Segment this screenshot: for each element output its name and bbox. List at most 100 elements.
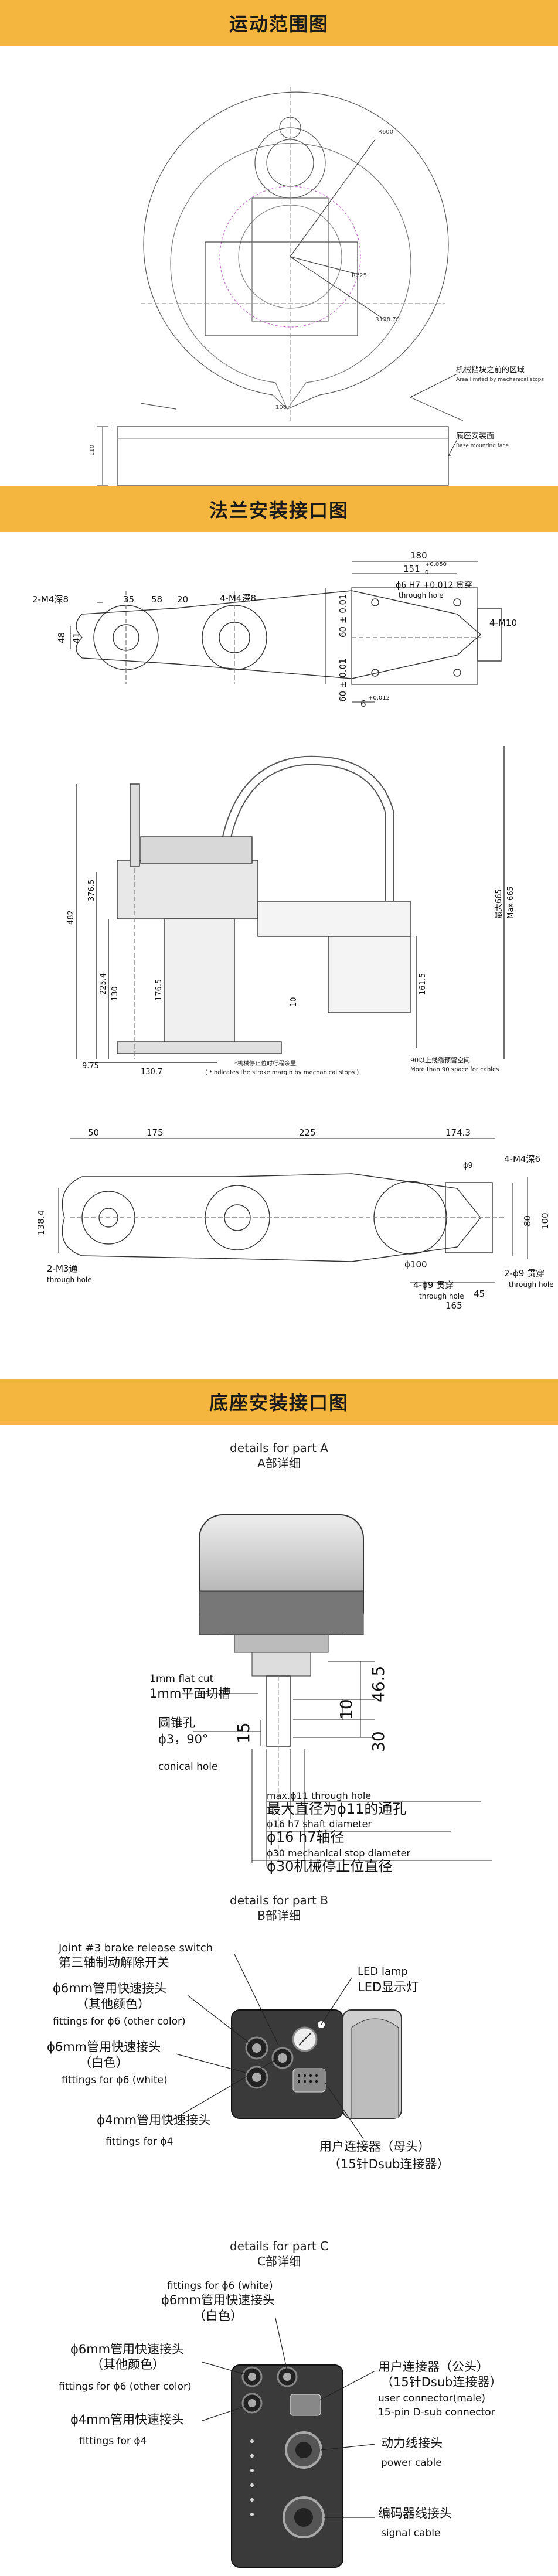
- c-f6o-sub: （其他颜色）: [91, 2357, 165, 2371]
- m3-hole: 2-M3通: [47, 1263, 77, 1274]
- stop-en: ϕ30 mechanical stop diameter: [267, 1848, 410, 1859]
- led-en: LED lamp: [358, 1965, 408, 1978]
- h-482: 482: [67, 910, 76, 925]
- shaft-en: ϕ16 h7 shaft diameter: [267, 1818, 372, 1829]
- dim-130-7: 130.7: [141, 1068, 162, 1076]
- svg-text:110: 110: [89, 445, 96, 456]
- dim-10: 10: [290, 997, 298, 1007]
- f6o-cn: ϕ6mm管用快速接头: [53, 1981, 166, 1995]
- shaft-cn: ϕ16 h7轴径: [267, 1829, 344, 1845]
- m4-6-label: 4-M4深6: [504, 1154, 540, 1164]
- led-cn: LED显示灯: [358, 1980, 418, 1994]
- c-f4-en: fittings for ϕ4: [79, 2435, 147, 2447]
- dim-60-b: 60 ± 0.01: [338, 658, 348, 702]
- c-user-cn: 用户连接器（公头）: [378, 2360, 489, 2374]
- c-power-en: power cable: [381, 2457, 442, 2469]
- dim-100: 100: [540, 1212, 550, 1229]
- detail-c-title-cn: C部详细: [257, 2254, 301, 2268]
- c-f6o-cn: ϕ6mm管用快速接头: [70, 2342, 184, 2356]
- brake-cn: 第三轴制动解除开关: [59, 1955, 169, 1970]
- dim-161: 161.5: [418, 973, 427, 995]
- detail-a-svg: 46.5 10 30 15 max.ϕ11 through hole 最大直径为…: [149, 1514, 492, 1875]
- h-225: 225.4: [99, 973, 108, 995]
- dim-20: 20: [177, 594, 188, 605]
- banner-base: 底座安装接口图: [0, 1379, 558, 1425]
- h-max-cn: 最大665: [495, 889, 503, 919]
- svg-text:R225: R225: [352, 272, 367, 279]
- f6w-en: fittings for ϕ6 (white): [62, 2074, 168, 2086]
- h-130: 130: [111, 986, 120, 1001]
- dim-15: 15: [234, 1722, 253, 1743]
- detail-a-title-cn: A部详细: [257, 1456, 301, 1470]
- detail-b-title-en: details for part B: [230, 1893, 328, 1907]
- f6w-sub: （白色）: [79, 2056, 128, 2070]
- banner-title: 法兰安装接口图: [209, 499, 349, 522]
- svg-text:108: 108: [275, 404, 287, 411]
- hole9-en: through hole: [419, 1292, 464, 1300]
- dim-35: 35: [123, 594, 134, 605]
- flat-cn: 1mm平面切槽: [149, 1686, 230, 1701]
- detail-c-drawing: fittings for ϕ6 (white) ϕ6mm管用快速接头 （白色） …: [0, 2271, 558, 2576]
- detail-b-svg: Joint #3 brake release switch 第三轴制动解除开关 …: [47, 1942, 449, 2171]
- detail-a-drawing: 46.5 10 30 15 max.ϕ11 through hole 最大直径为…: [0, 1474, 558, 1875]
- m4-left-label: 2-M4深8: [32, 594, 69, 605]
- detail-b-title-cn: B部详细: [257, 1909, 301, 1923]
- dim-tol: +0.012: [368, 695, 390, 701]
- hole-cn: ϕ6 H7 +0.012 贯穿: [396, 581, 472, 590]
- hole9b-cn: 2-ϕ9 贯穿: [504, 1268, 545, 1279]
- m10-label: 4-M10: [489, 618, 517, 628]
- top-175: 175: [147, 1127, 164, 1138]
- dim-plus: +0.050: [425, 561, 447, 568]
- dim-41: 41: [71, 632, 81, 643]
- f4-en: fittings for ϕ4: [106, 2136, 173, 2148]
- note-base-en: Base mounting face: [456, 443, 509, 449]
- m4-mid-label: 4-M4深8: [220, 593, 256, 604]
- flange-drawing: 180 151 +0.050 0 ϕ6 H7 +0.012 贯穿 through…: [0, 532, 558, 1379]
- c-f6w-sub: （白色）: [193, 2309, 243, 2323]
- cable-cn: 90以上线缆预留空间: [410, 1056, 470, 1064]
- top-225: 225: [299, 1127, 316, 1138]
- h-376: 376.5: [87, 880, 96, 901]
- c-power-cn: 动力线接头: [381, 2436, 443, 2450]
- stop-note-en: ( *indicates the stroke margin by mechan…: [205, 1069, 359, 1076]
- dim-10-a: 10: [336, 1699, 356, 1720]
- c-user-en2: 15-pin D-sub connector: [378, 2407, 495, 2418]
- dim-80: 80: [522, 1215, 533, 1226]
- top-174: 174.3: [445, 1127, 471, 1138]
- svg-text:R600: R600: [378, 129, 393, 135]
- banner-flange: 法兰安装接口图: [0, 486, 558, 532]
- detail-b-drawing: Joint #3 brake release switch 第三轴制动解除开关 …: [0, 1928, 558, 2233]
- note-stop-en: Area limited by mechanical stops: [456, 377, 544, 383]
- dim-165: 165: [445, 1300, 462, 1311]
- detail-a-title-en: details for part A: [230, 1441, 328, 1455]
- c-f6w-en: fittings for ϕ6 (white): [167, 2280, 273, 2292]
- cone-spec: ϕ3，90°: [158, 1732, 208, 1746]
- motion-range-svg: R600 R225 R128.70 108 110 机械挡块之前的区域 Area…: [89, 87, 544, 486]
- banner-title: 底座安装接口图: [209, 1392, 349, 1414]
- cone-cn: 圆锥孔: [158, 1716, 195, 1730]
- banner-title: 运动范围图: [229, 13, 329, 35]
- d100-label: ϕ100: [404, 1259, 427, 1270]
- f4-cn: ϕ4mm管用快速接头: [97, 2113, 210, 2127]
- c-signal-cn: 编码器线接头: [378, 2506, 452, 2520]
- dim-138: 138.4: [36, 1210, 46, 1235]
- dim-30: 30: [369, 1731, 388, 1752]
- svg-text:R128.70: R128.70: [375, 316, 400, 323]
- note-stop-cn: 机械挡块之前的区域: [456, 365, 525, 374]
- c-f6o-en: fittings for ϕ6 (other color): [59, 2381, 192, 2393]
- note-base-cn: 底座安装面: [456, 431, 494, 441]
- cable-en: More than 90 space for cables: [410, 1066, 499, 1073]
- m3-hole-en: through hole: [47, 1276, 92, 1284]
- through-en: max.ϕ11 through hole: [267, 1790, 371, 1801]
- through-cn: 最大直径为ϕ11的通孔: [267, 1801, 406, 1817]
- dim-60-a: 60 ± 0.01: [338, 594, 348, 638]
- hole-en: through hole: [399, 591, 444, 599]
- hole9-cn: 4-ϕ9 贯穿: [413, 1280, 454, 1290]
- detail-c-svg: fittings for ϕ6 (white) ϕ6mm管用快速接头 （白色） …: [59, 2280, 502, 2568]
- user-sub: （15针Dsub连接器）: [328, 2157, 449, 2171]
- detail-c-title-en: details for part C: [229, 2239, 329, 2253]
- h-max-en: Max 665: [506, 886, 515, 919]
- dim-6: 6: [360, 698, 366, 709]
- f6w-cn: ϕ6mm管用快速接头: [47, 2040, 161, 2054]
- motion-range-drawing: R600 R225 R128.70 108 110 机械挡块之前的区域 Area…: [0, 46, 558, 486]
